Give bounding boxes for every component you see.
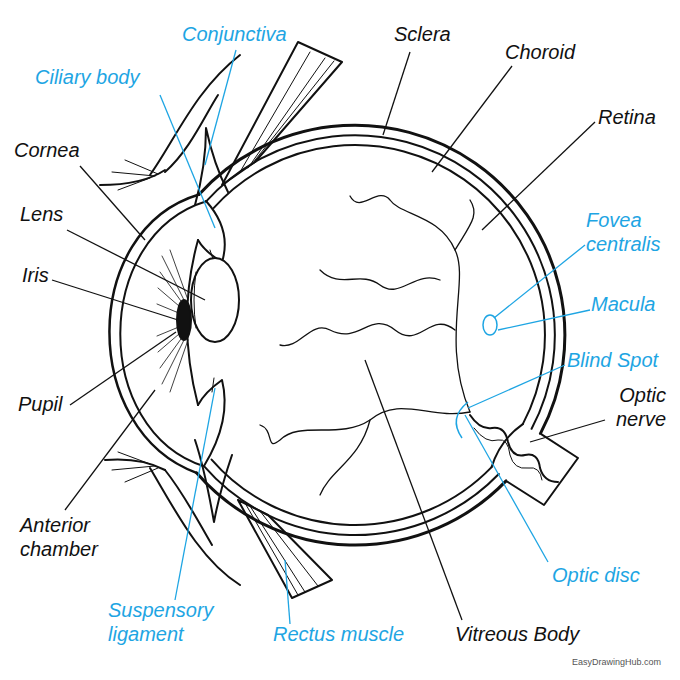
leader-line <box>160 95 215 228</box>
leader-line <box>67 230 205 300</box>
rectus-muscle-bottom <box>238 500 332 598</box>
choroid-outline <box>204 135 555 535</box>
upper-eyelid <box>150 55 240 175</box>
part-label: Suspensory ligament <box>108 598 230 646</box>
leader-line <box>530 420 605 442</box>
optic-disc-mark <box>456 402 468 438</box>
eyelashes <box>112 160 158 190</box>
rectus-muscle-top <box>222 42 342 185</box>
part-label: Rectus muscle <box>273 622 433 646</box>
watermark: EasyDrawingHub.com <box>572 656 680 668</box>
leader-line <box>205 50 236 165</box>
lower-eyelid <box>150 468 240 585</box>
lens-capsule <box>194 272 196 328</box>
leader-line <box>285 560 290 624</box>
part-label: Ciliary body <box>35 65 185 89</box>
upper-eyelid <box>100 170 165 185</box>
part-label: Choroid <box>505 40 595 64</box>
part-label: Iris <box>22 263 72 287</box>
blood-vessel <box>320 420 370 495</box>
part-label: Fovea centralis <box>586 208 676 256</box>
part-label: Conjunctiva <box>182 22 312 46</box>
muscle-fibres <box>245 503 318 595</box>
leader-line <box>498 310 590 330</box>
central-vein <box>474 428 542 480</box>
blood-vessel <box>320 270 440 289</box>
upper-eyelid <box>165 95 218 172</box>
blood-vessel <box>455 200 474 250</box>
part-label: Cornea <box>14 138 104 162</box>
cornea-inner <box>120 201 206 466</box>
blood-vessel <box>350 196 470 412</box>
part-label: Pupil <box>18 392 88 416</box>
part-label: Optic nerve <box>600 383 666 431</box>
leader-line <box>494 245 585 318</box>
muscle-fibres <box>240 52 334 172</box>
blood-vessel <box>280 324 455 346</box>
eyelashes <box>112 452 158 482</box>
part-label: Sclera <box>394 22 474 46</box>
leader-line <box>70 332 176 405</box>
leader-line <box>52 280 178 320</box>
ciliary-body <box>198 380 225 466</box>
part-label: Lens <box>20 202 80 226</box>
leader-line <box>65 390 155 510</box>
part-label: Macula <box>591 292 679 316</box>
pupil <box>177 300 191 340</box>
part-label: Optic disc <box>552 563 672 587</box>
leader-line <box>365 360 462 620</box>
part-label: Anterior chamber <box>20 513 112 561</box>
leader-line <box>383 52 410 135</box>
leader-line <box>432 66 512 172</box>
leader-line <box>468 365 565 408</box>
leader-line <box>80 166 145 240</box>
part-label: Retina <box>598 105 678 129</box>
leader-line <box>175 388 215 600</box>
part-label: Blind Spot <box>567 348 679 372</box>
leader-line <box>465 415 548 562</box>
leader-line <box>482 122 595 230</box>
optic-nerve <box>506 434 578 505</box>
part-label: Vitreous Body <box>455 622 625 646</box>
conjunctiva-fold <box>195 440 232 522</box>
blood-vessel <box>260 409 470 444</box>
lens <box>191 258 239 342</box>
